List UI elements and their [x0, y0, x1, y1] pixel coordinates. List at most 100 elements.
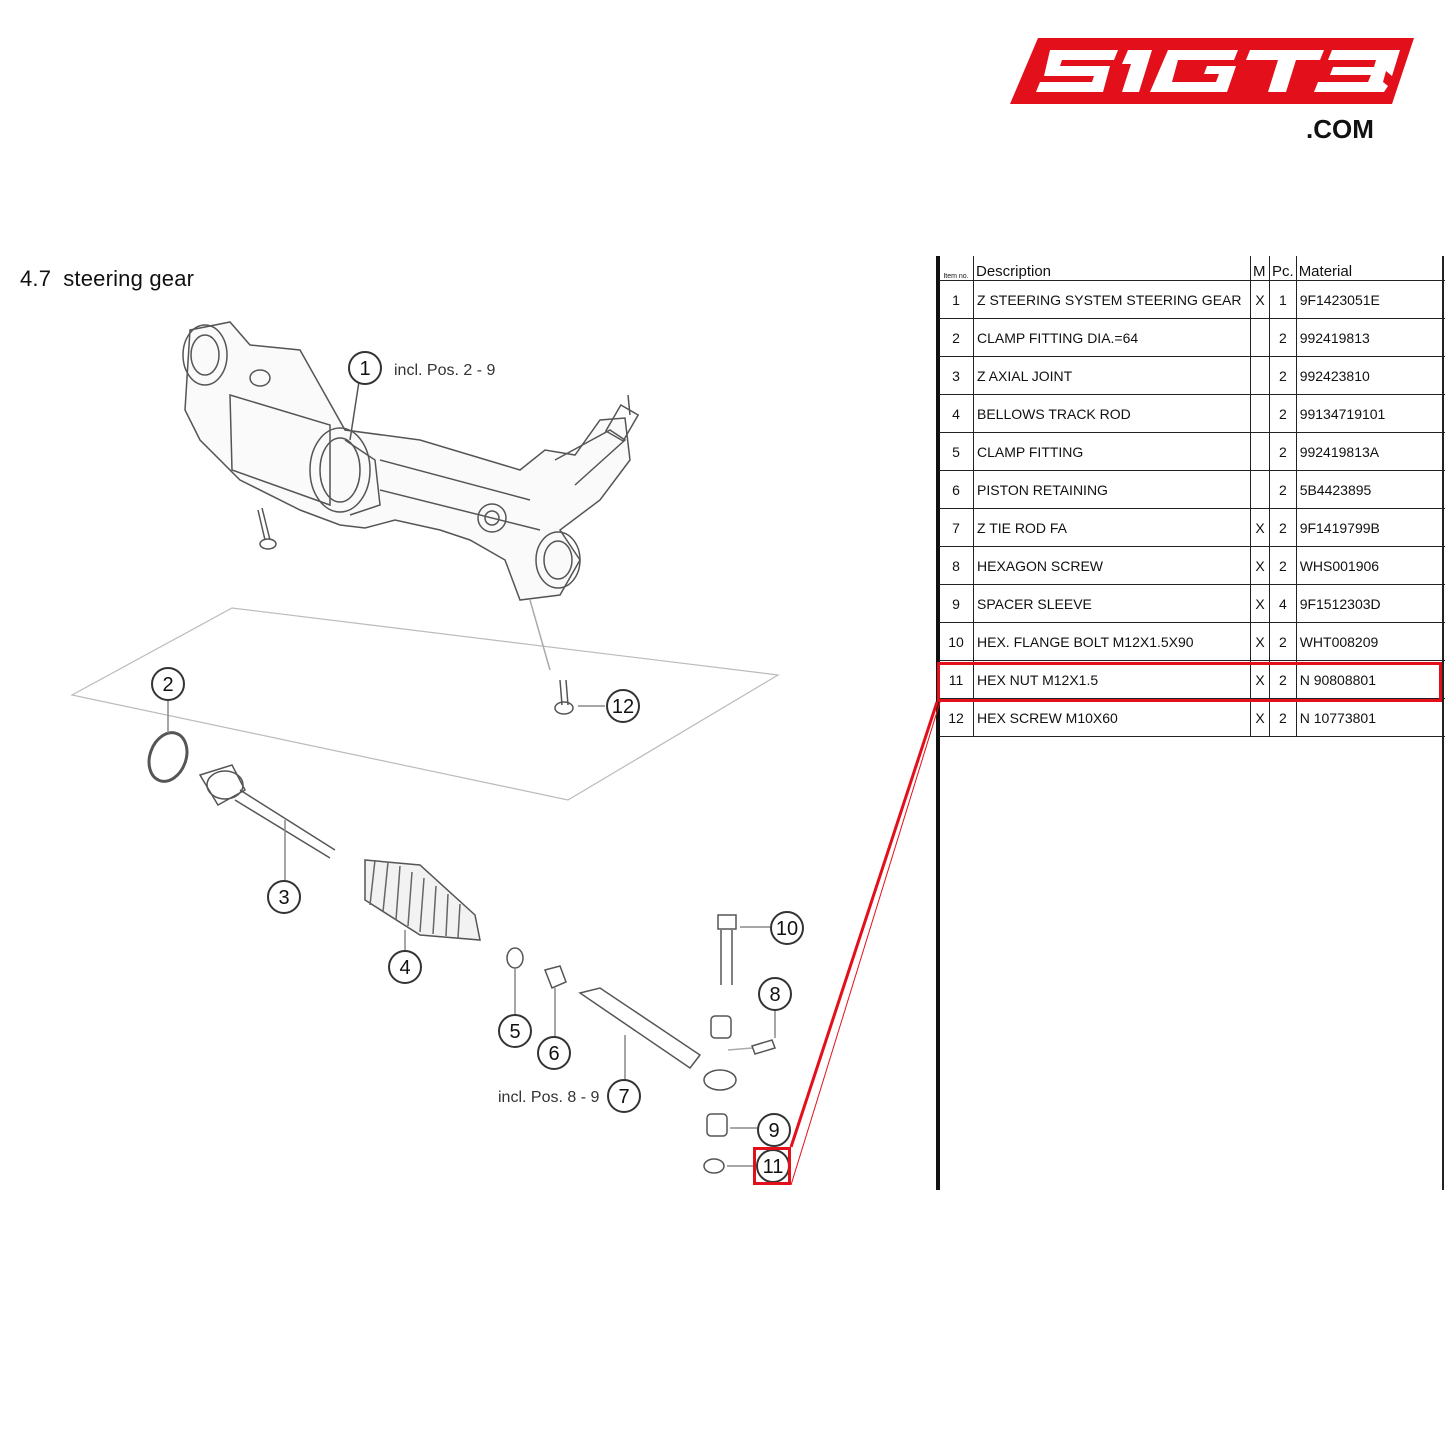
- section-number: 4.7: [20, 266, 52, 291]
- cell-material: 992423810: [1296, 356, 1445, 395]
- cell-item: 9: [939, 584, 974, 623]
- sigt3-logo: .COM: [1010, 38, 1414, 144]
- cell-pc: 1: [1269, 280, 1297, 319]
- svg-text:5: 5: [509, 1021, 520, 1043]
- clamp-fitting: [506, 947, 524, 969]
- spacer-sleeve-top: [710, 1015, 732, 1039]
- header-m: M: [1250, 256, 1270, 281]
- cell-item: 1: [939, 280, 974, 319]
- cell-material: 9F1423051E: [1296, 280, 1445, 319]
- cell-description: HEX NUT M12X1.5: [973, 660, 1251, 699]
- cell-material: 99134719101: [1296, 394, 1445, 433]
- header-description: Description: [973, 256, 1251, 281]
- cell-pc: 2: [1269, 660, 1297, 699]
- cell-pc: 2: [1269, 546, 1297, 585]
- svg-text:10: 10: [776, 918, 798, 940]
- cell-item: 7: [939, 508, 974, 547]
- callout-3: [267, 880, 301, 914]
- cell-description: Z TIE ROD FA: [973, 508, 1251, 547]
- note-pos-1: incl. Pos. 2 - 9: [394, 362, 495, 379]
- cell-m: [1250, 394, 1270, 433]
- cell-item: 4: [939, 394, 974, 433]
- cell-m: X: [1250, 546, 1270, 585]
- tie-rod: [578, 987, 737, 1091]
- note-pos-7: incl. Pos. 8 - 9: [498, 1089, 599, 1106]
- cell-material: 992419813: [1296, 318, 1445, 357]
- cell-pc: 2: [1269, 318, 1297, 357]
- svg-text:8: 8: [769, 984, 780, 1006]
- header-pc: Pc.: [1269, 256, 1297, 281]
- cell-item: 10: [939, 622, 974, 661]
- callout-2: [151, 667, 185, 701]
- svg-text:2: 2: [162, 674, 173, 696]
- svg-text:6: 6: [548, 1043, 559, 1065]
- cell-pc: 2: [1269, 356, 1297, 395]
- section-name: steering gear: [63, 266, 195, 291]
- svg-text:9: 9: [768, 1120, 779, 1142]
- cell-description: HEXAGON SCREW: [973, 546, 1251, 585]
- cell-pc: 2: [1269, 432, 1297, 471]
- cell-description: Z AXIAL JOINT: [973, 356, 1251, 395]
- hexagon-screw: [751, 1039, 776, 1055]
- cell-m: X: [1250, 508, 1270, 547]
- cell-pc: 4: [1269, 584, 1297, 623]
- clamp-ring: [147, 731, 189, 783]
- cell-m: [1250, 470, 1270, 509]
- cell-material: 5B4423895: [1296, 470, 1445, 509]
- cell-description: SPACER SLEEVE: [973, 584, 1251, 623]
- header-item: Item no.: [939, 256, 974, 281]
- cell-description: CLAMP FITTING DIA.=64: [973, 318, 1251, 357]
- spacer-sleeve-bottom: [706, 1113, 728, 1137]
- hex-nut: [703, 1158, 725, 1174]
- callout-4: [388, 950, 422, 984]
- cell-material: WHT008209: [1296, 622, 1445, 661]
- cell-item: 12: [939, 698, 974, 737]
- svg-text:4: 4: [399, 957, 410, 979]
- cell-pc: 2: [1269, 394, 1297, 433]
- steering-gear-assembly: [182, 321, 640, 601]
- logo-domain-text: .COM: [1306, 114, 1374, 144]
- cell-material: 9F1512303D: [1296, 584, 1445, 623]
- cell-pc: 2: [1269, 622, 1297, 661]
- cell-material: N 10773801: [1296, 698, 1445, 737]
- cell-m: X: [1250, 660, 1270, 699]
- cell-pc: 2: [1269, 698, 1297, 737]
- callout-12: [606, 689, 640, 723]
- bellows: [364, 859, 481, 952]
- callout-1: [348, 351, 382, 385]
- svg-text:3: 3: [278, 887, 289, 909]
- cell-description: BELLOWS TRACK ROD: [973, 394, 1251, 433]
- callout-6: [537, 1036, 571, 1070]
- exploded-parts-diagram: 1 2 3 4 5 6 7 8 9 10 11 12 incl. Pos. 2 …: [70, 321, 804, 1183]
- cell-material: 9F1419799B: [1296, 508, 1445, 547]
- cell-item: 2: [939, 318, 974, 357]
- cell-pc: 2: [1269, 470, 1297, 509]
- cell-m: X: [1250, 698, 1270, 737]
- axial-joint: [198, 764, 336, 882]
- svg-text:7: 7: [618, 1086, 629, 1108]
- svg-text:12: 12: [612, 696, 634, 718]
- cell-m: [1250, 432, 1270, 471]
- cell-description: HEX SCREW M10X60: [973, 698, 1251, 737]
- cell-m: [1250, 356, 1270, 395]
- cell-item: 5: [939, 432, 974, 471]
- cell-description: PISTON RETAINING: [973, 470, 1251, 509]
- svg-text:11: 11: [763, 1156, 784, 1178]
- cell-material: WHS001906: [1296, 546, 1445, 585]
- cell-item: 11: [939, 660, 974, 699]
- table-header-row: Item no. Description M Pc. Material: [939, 256, 1445, 281]
- cell-description: Z STEERING SYSTEM STEERING GEAR: [973, 280, 1251, 319]
- cell-item: 8: [939, 546, 974, 585]
- cell-m: X: [1250, 280, 1270, 319]
